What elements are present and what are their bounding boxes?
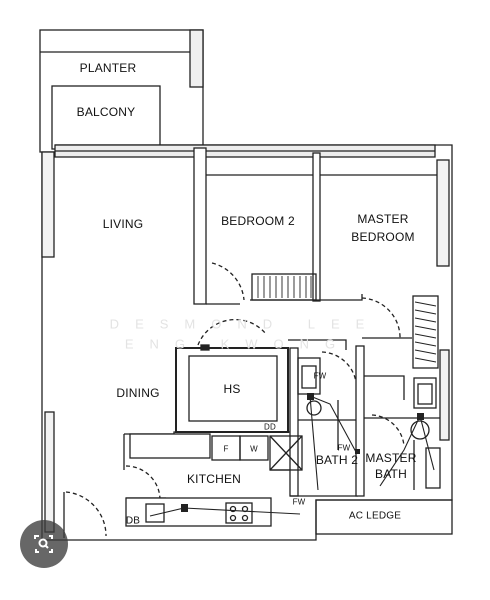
master-bath-label-2: BATH xyxy=(375,467,407,481)
balcony-label: BALCONY xyxy=(76,105,136,119)
master-bath-basin xyxy=(410,420,430,440)
ac-ledge-box xyxy=(315,499,453,535)
right-window-2 xyxy=(439,349,450,441)
wardrobe-hatch-2 xyxy=(414,301,437,363)
master-wardrobe xyxy=(412,295,439,369)
fridge-label: F xyxy=(223,444,229,454)
balcony-column-right xyxy=(189,29,204,88)
hs-label: HS xyxy=(223,382,241,396)
bath2-basin xyxy=(306,400,322,416)
hs-door-swing xyxy=(197,318,267,346)
washer-label: W xyxy=(250,444,258,454)
fw-label-kitchen: FW xyxy=(292,497,306,507)
bedroom2-right-wall xyxy=(312,152,321,302)
right-window-1 xyxy=(436,159,450,267)
master-bath-wc xyxy=(413,377,437,409)
living-label: LIVING xyxy=(102,217,144,231)
lens-search-icon xyxy=(34,535,53,553)
wardrobe-hatch-1 xyxy=(257,276,312,298)
pipe-routing xyxy=(149,395,435,517)
fw-label-bath2: FW xyxy=(313,371,327,381)
watermark-line1: DESMOND LEE xyxy=(109,316,381,332)
kitchen-door-swing xyxy=(125,465,161,501)
bath2-right-wall xyxy=(355,345,365,497)
fw-label-bath2-floor: FW xyxy=(337,443,351,453)
bedroom2-label: BEDROOM 2 xyxy=(221,214,295,228)
kitchen-counter-top xyxy=(129,433,211,459)
hob xyxy=(225,502,253,524)
lens-search-button[interactable] xyxy=(20,520,68,568)
hs-inner xyxy=(188,355,278,422)
balcony-outer-wall xyxy=(39,29,204,153)
master-bedroom-label-2: BEDROOM xyxy=(351,230,415,244)
master-door-swing xyxy=(361,297,401,341)
bedroom2-left-wall xyxy=(193,147,207,305)
master-bedroom-label-1: MASTER xyxy=(357,212,409,226)
planter-label: PLANTER xyxy=(79,61,137,75)
master-bath-label-1: MASTER xyxy=(365,451,417,465)
entrance-door-swing xyxy=(65,491,107,537)
bedroom2-wardrobe xyxy=(251,273,317,301)
left-window-1 xyxy=(41,151,55,258)
dining-label: DINING xyxy=(116,386,160,400)
washer-box xyxy=(239,435,269,461)
bedroom2-door-swing xyxy=(211,262,245,301)
left-window-2 xyxy=(44,411,55,533)
ac-ledge-label: AC LEDGE xyxy=(348,510,402,522)
watermark-line2: ENG KWONG xyxy=(124,336,352,352)
kitchen-label: KITCHEN xyxy=(186,472,242,486)
db-label: DB xyxy=(125,515,141,527)
bath2-label: BATH 2 xyxy=(315,453,359,467)
bath2-wall-left xyxy=(289,347,299,497)
dd-label: DD xyxy=(264,422,276,432)
